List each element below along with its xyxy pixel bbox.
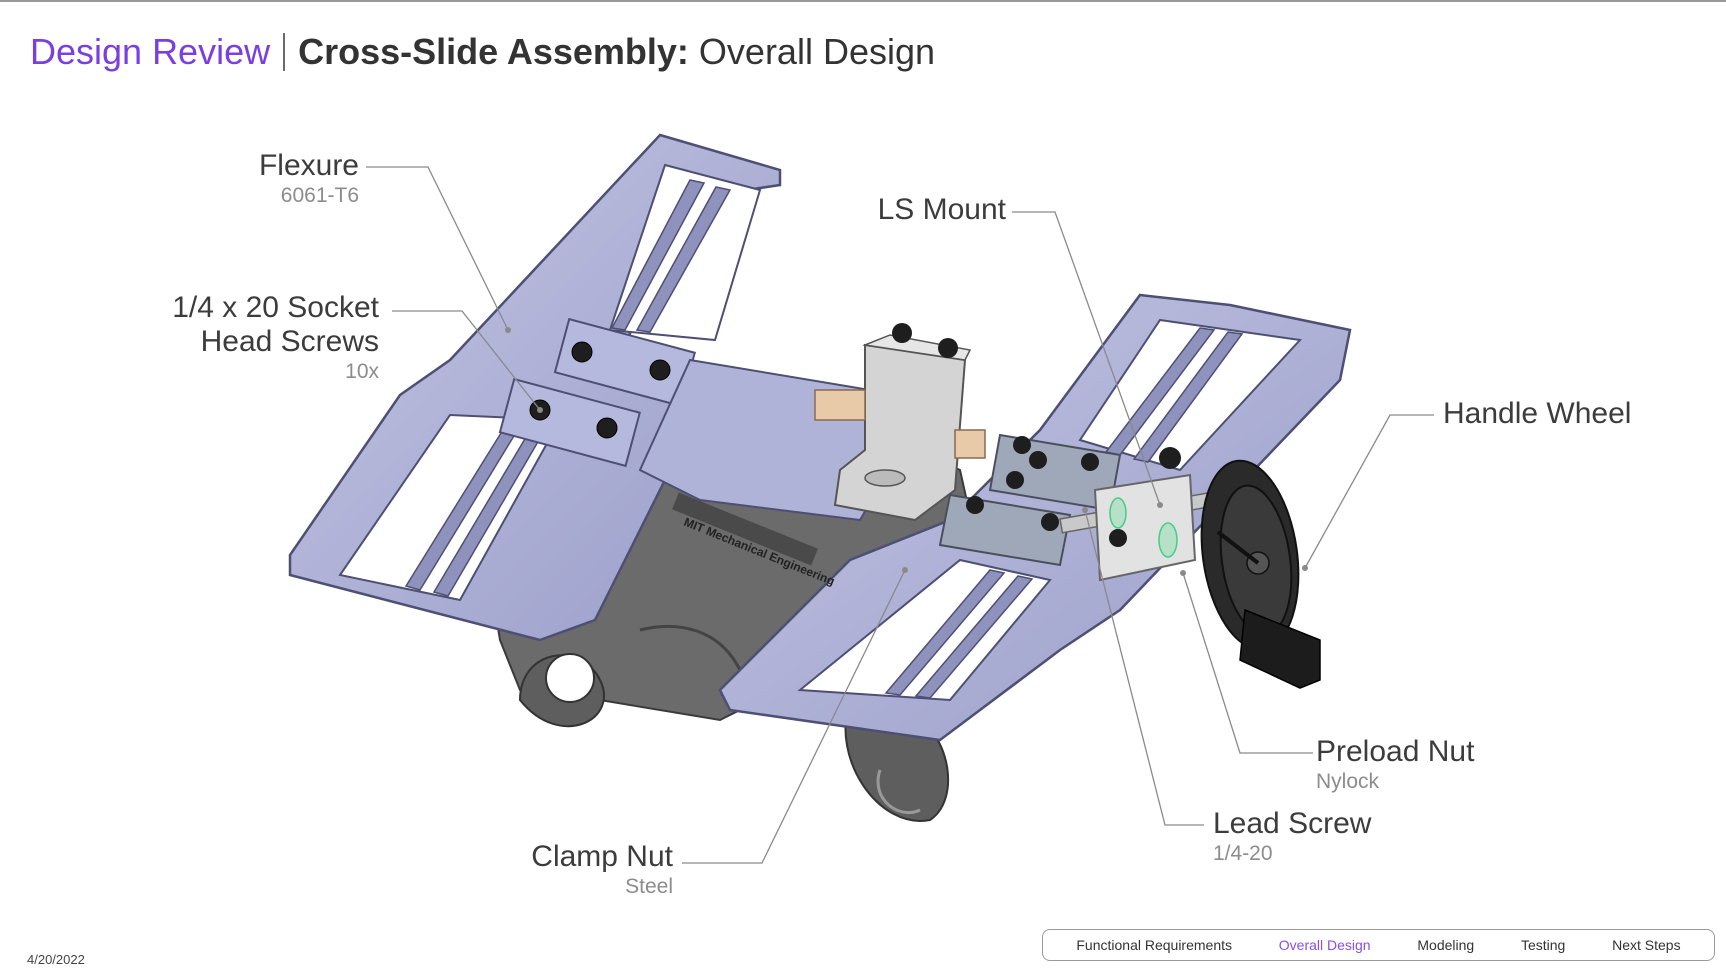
screws-label-line2: Head Screws [200, 325, 379, 358]
leader-lines [366, 166, 1434, 864]
lead-screw-label: Lead Screw [1213, 807, 1372, 840]
preload-nut-label: Preload Nut [1316, 735, 1475, 768]
leader-dots [505, 327, 1308, 576]
screws-quantity: 10x [345, 360, 379, 383]
section-navigation: Functional Requirements Overall Design M… [1042, 929, 1715, 961]
nav-functional-requirements[interactable]: Functional Requirements [1076, 937, 1233, 953]
lead-screw-callout: Lead Screw 1/4-20 [1213, 807, 1371, 867]
lead-screw-leader [1084, 509, 1204, 826]
slide-date: 4/20/2022 [27, 952, 85, 967]
left-flexure [288, 133, 782, 642]
preload-nut-leader [1182, 572, 1313, 754]
screws-label-line1: 1/4 x 20 Socket [172, 291, 379, 324]
screws-leader [392, 310, 541, 411]
ls-mount-leader [1012, 211, 1161, 506]
top-border-line [0, 0, 1726, 2]
ls-mount-label: LS Mount [877, 193, 1006, 226]
flexure-leader [366, 166, 509, 331]
handle-wheel-callout: Handle Wheel [1443, 397, 1631, 431]
ls-mount-callout: LS Mount [878, 193, 1006, 227]
preload-nut-type: Nylock [1316, 770, 1380, 793]
clamp-nut-leader [682, 569, 906, 864]
flexure-material: 6061-T6 [280, 184, 359, 207]
ls-mount [814, 323, 986, 522]
handle-wheel [1200, 459, 1321, 689]
section-label: Design Review [30, 31, 271, 72]
preload-nut-callout: Preload Nut Nylock [1316, 735, 1474, 795]
lead-screw-spec: 1/4-20 [1213, 842, 1273, 865]
clamp-nut-material: Steel [625, 875, 673, 898]
nav-next-steps[interactable]: Next Steps [1612, 937, 1681, 953]
lead-screw [1059, 447, 1221, 582]
title-separator [283, 33, 286, 71]
flexure-callout: Flexure 6061-T6 [259, 149, 359, 209]
clamp-nut-blocks [938, 433, 1122, 567]
title-main: Cross-Slide Assembly: [298, 31, 689, 72]
clamp-nut-label: Clamp Nut [531, 840, 673, 873]
handle-wheel-leader [1304, 414, 1434, 569]
title-sub: Overall Design [698, 31, 936, 72]
nav-testing[interactable]: Testing [1520, 937, 1566, 953]
nav-modeling[interactable]: Modeling [1417, 937, 1475, 953]
page-title: Design Review Cross-Slide Assembly: Overa… [30, 28, 935, 76]
flexure-label: Flexure [258, 149, 359, 182]
screws-callout: 1/4 x 20 Socket Head Screws 10x [172, 291, 379, 385]
clamp-nut-callout: Clamp Nut Steel [531, 840, 673, 900]
nav-overall-design[interactable]: Overall Design [1278, 937, 1371, 953]
handle-wheel-label: Handle Wheel [1443, 397, 1632, 430]
